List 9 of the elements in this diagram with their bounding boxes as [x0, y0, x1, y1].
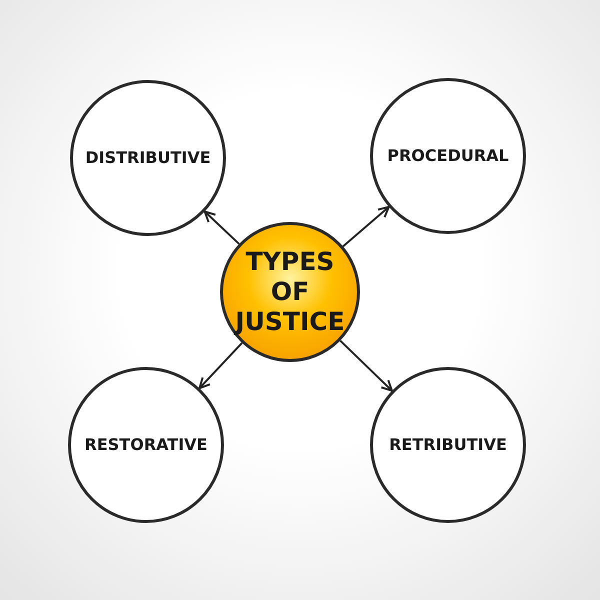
- arrow: [342, 206, 390, 248]
- topic-label: DISTRIBUTIVE: [85, 147, 211, 169]
- topic-label: RESTORATIVE: [84, 434, 208, 456]
- arrow: [204, 210, 240, 245]
- topic-label: PROCEDURAL: [387, 145, 509, 167]
- arrow: [340, 340, 393, 392]
- topic-label: RETRIBUTIVE: [389, 434, 507, 456]
- title-text: TYPES OF JUSTICE: [232, 247, 346, 337]
- arrow: [198, 342, 243, 390]
